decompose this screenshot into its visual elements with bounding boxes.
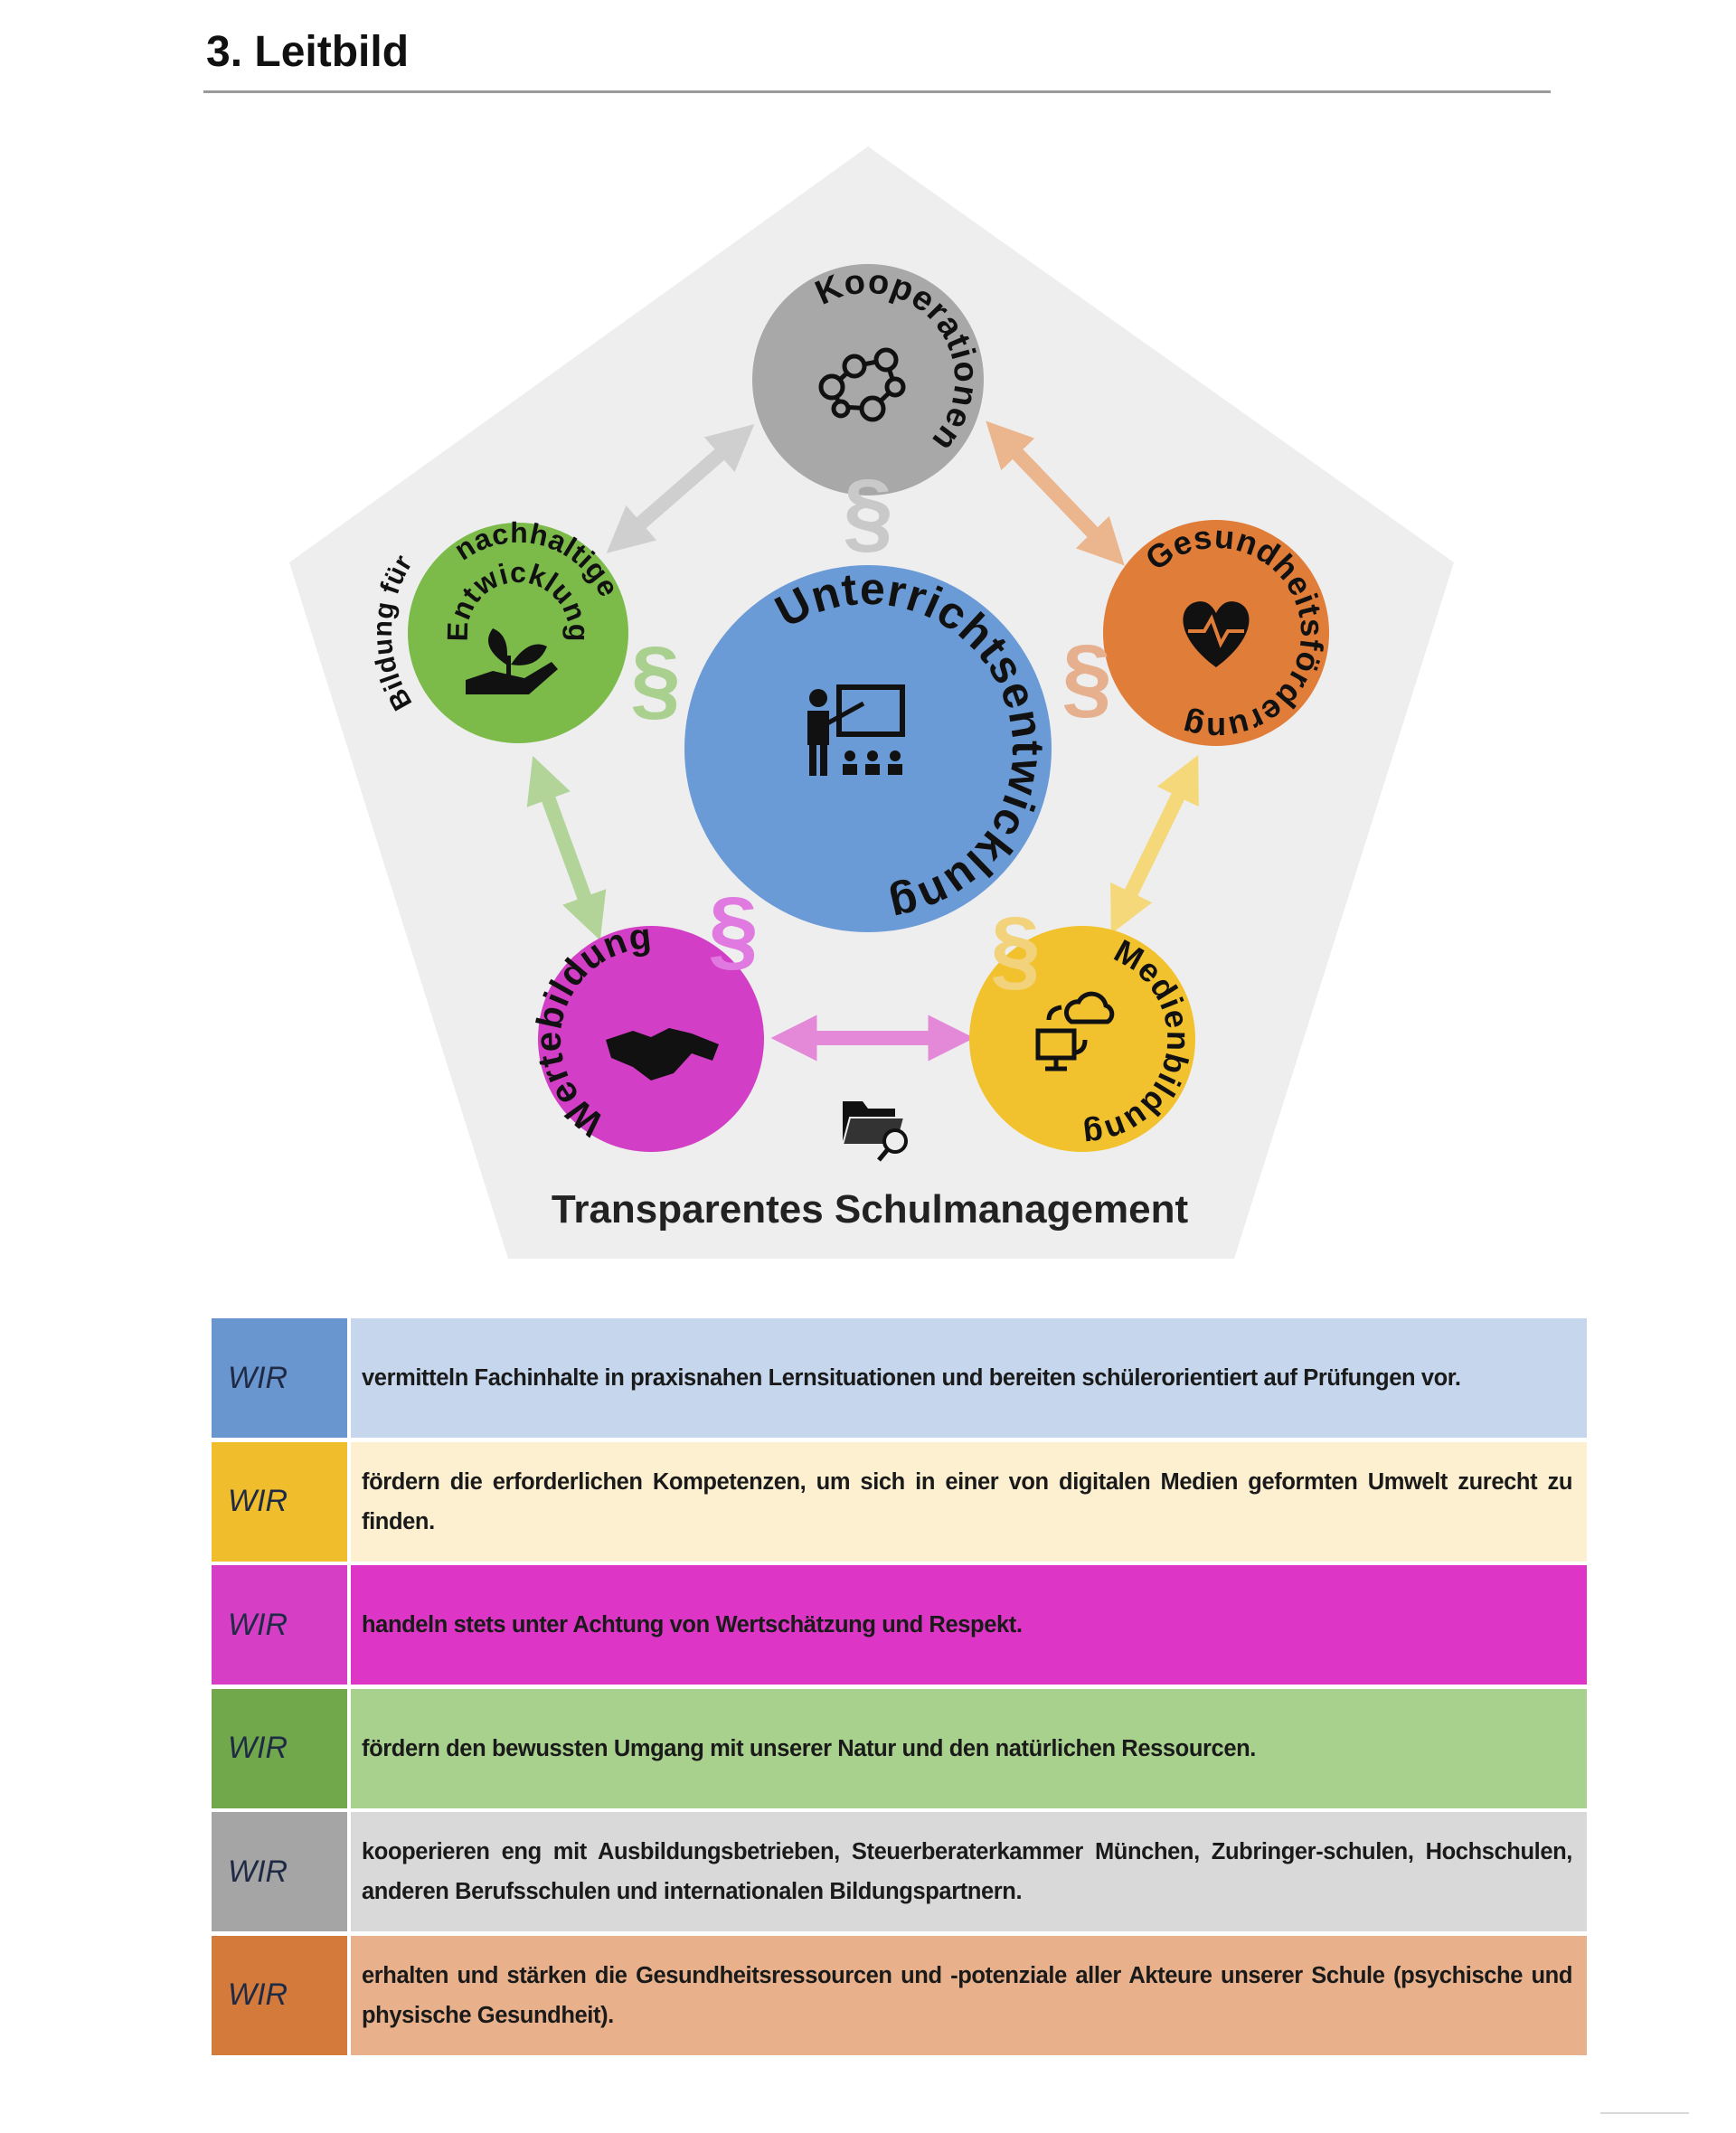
handshake-icon (606, 1028, 719, 1081)
row-text: handeln stets unter Achtung von Wertschä… (362, 1612, 1023, 1638)
label-glyph: o (842, 263, 868, 304)
wir-label: WIR (212, 1441, 347, 1562)
section-sign-bne: § (630, 628, 681, 730)
label-glyph: s (1293, 618, 1331, 637)
folder-search-icon (841, 1101, 908, 1162)
label-glyph: E (441, 622, 474, 642)
label-glyph: o (946, 360, 986, 384)
arrow-gesundheit-medien (1110, 754, 1199, 935)
wir-label: WIR (212, 1565, 347, 1685)
footer-divider (1600, 2112, 1689, 2114)
title-divider (203, 90, 1551, 93)
label-glyph: t (1003, 741, 1053, 756)
label-glyph: e (859, 563, 885, 615)
table-row: WIR handeln stets unter Achtung von Wert… (212, 1565, 1587, 1685)
network-people-icon (818, 347, 906, 422)
section-sign-werte: § (708, 879, 759, 980)
section-sign-gesundheit: § (1061, 627, 1112, 728)
label-glyph: w (997, 754, 1053, 798)
mission-statement-table: WIR vermitteln Fachinhalte in praxisnahe… (212, 1318, 1587, 2059)
label-glyph: o (866, 263, 892, 303)
table-row: WIR fördern die erforderlichen Kompetenz… (212, 1441, 1587, 1562)
label-glyph: h (510, 516, 528, 549)
row-text: fördern den bewussten Umgang mit unserer… (362, 1735, 1256, 1761)
label-glyph: c (510, 556, 526, 589)
label-glyph: u (1213, 518, 1237, 557)
center-node-unterrichtsentwicklung (684, 565, 1052, 932)
arrow-kooperationen-gesundheit (986, 420, 1125, 566)
label-glyph: e (529, 1031, 570, 1052)
row-text: erhalten und stärken die Gesundheitsress… (362, 1962, 1572, 2028)
node-medienbildung (969, 926, 1195, 1152)
label-glyph: g (627, 916, 653, 958)
row-text: fördern die erforderlichen Kompetenzen, … (362, 1468, 1572, 1534)
table-row: WIR kooperieren eng mit Ausbildungsbetri… (212, 1812, 1587, 1931)
footer-label: Transparentes Schulmanagement (552, 1187, 1189, 1232)
wir-label: WIR (212, 1812, 347, 1931)
node-bildung-nachhaltige-entwicklung (408, 523, 628, 743)
table-row: WIR erhalten und stärken die Gesundheits… (212, 1935, 1587, 2055)
teacher-presentation-icon (807, 684, 905, 776)
table-row: WIR vermitteln Fachinhalte in praxisnahe… (212, 1318, 1587, 1438)
cloud-computer-icon (1035, 991, 1115, 1071)
section-sign-kooperationen: § (843, 461, 893, 562)
wir-label: WIR (212, 1318, 347, 1438)
label-glyph: u (368, 637, 400, 657)
label-glyph: g (1081, 1115, 1106, 1154)
wir-label: WIR (212, 1935, 347, 2055)
node-kooperationen (752, 264, 984, 495)
label-glyph: n (368, 620, 399, 637)
row-text: vermitteln Fachinhalte in praxisnahen Le… (362, 1365, 1461, 1391)
table-row: WIR fördern den bewussten Umgang mit uns… (212, 1688, 1587, 1808)
label-glyph: g (369, 599, 401, 621)
row-text: kooperieren eng mit Ausbildungsbetrieben… (362, 1839, 1572, 1904)
label-glyph: t (839, 563, 860, 616)
label-glyph: n (1206, 711, 1226, 748)
hand-plant-icon (466, 628, 558, 694)
label-glyph: n (1160, 1031, 1197, 1052)
arrow-werte-bne (526, 755, 607, 941)
heart-pulse-icon (1183, 601, 1250, 667)
label-glyph: g (562, 624, 595, 642)
section-sign-medien: § (990, 899, 1041, 1000)
page-title: 3. Leitbild (206, 28, 410, 76)
wir-label: WIR (212, 1688, 347, 1808)
arrow-kooperationen-bne (606, 424, 755, 553)
